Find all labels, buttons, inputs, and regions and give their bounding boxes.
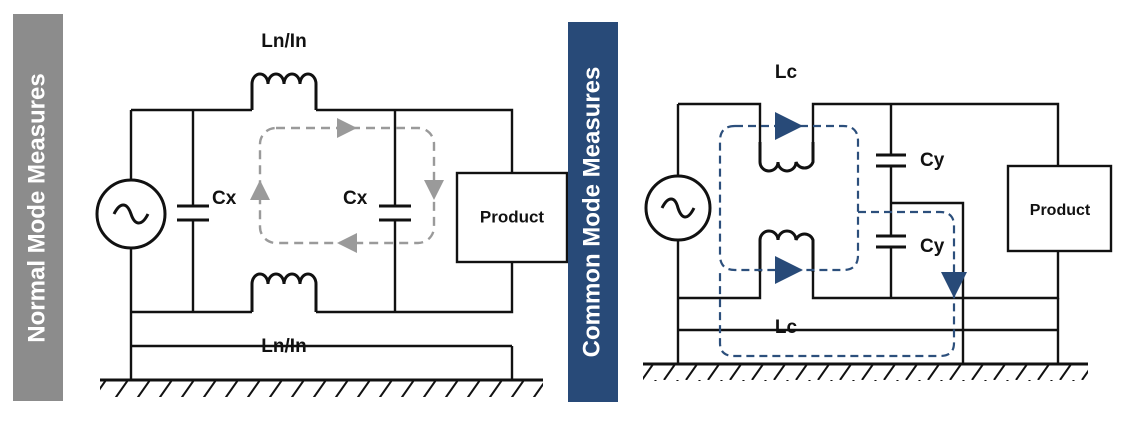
normal-inductor-bottom-label: Ln/In — [261, 336, 306, 357]
common-flow-arrow-top — [775, 112, 803, 140]
flow-arrow-right — [337, 118, 357, 138]
common-mode-panel: Common Mode Measures — [568, 22, 1113, 402]
normal-inductor-top — [250, 72, 318, 110]
common-inductor-top-label: Lc — [775, 62, 798, 83]
normal-product-box — [455, 171, 569, 264]
flow-arrow-down — [424, 180, 444, 200]
common-cap-bottom-label: Cy — [920, 236, 945, 257]
common-mode-wiring — [676, 102, 1060, 364]
common-inductor-bottom — [758, 229, 815, 272]
common-inductor-top — [758, 142, 815, 173]
common-flow-arrow-bottom — [775, 256, 803, 284]
common-cap-top-label: Cy — [920, 150, 945, 171]
normal-mode-banner — [13, 14, 63, 401]
normal-mode-panel: Normal Mode Measures — [13, 14, 569, 401]
normal-inductor-bottom — [250, 272, 318, 312]
flow-arrow-up — [250, 180, 270, 200]
common-ac-source-icon — [644, 174, 712, 242]
common-product-box — [1006, 164, 1113, 253]
common-flow-arrow-down — [941, 272, 967, 298]
common-mode-banner-text: Common Mode Measures — [578, 67, 605, 358]
normal-mode-current-flow — [250, 118, 444, 253]
normal-mode-wiring — [129, 108, 514, 380]
normal-cap-right-label: Cx — [343, 188, 368, 209]
normal-product-label: Product — [480, 207, 545, 226]
common-product-label: Product — [1030, 202, 1091, 219]
common-ground-symbol — [643, 362, 1088, 381]
normal-ac-source-icon — [95, 178, 167, 250]
normal-cap-left-label: Cx — [212, 188, 237, 209]
common-mode-current-flow — [718, 112, 967, 358]
normal-ground-symbol — [100, 378, 543, 397]
normal-mode-banner-text: Normal Mode Measures — [23, 73, 50, 342]
common-mode-banner — [568, 22, 618, 402]
normal-inductor-top-label: Ln/In — [261, 31, 306, 52]
common-inductor-bottom-label: Lc — [775, 317, 798, 338]
flow-arrow-left — [337, 233, 357, 253]
